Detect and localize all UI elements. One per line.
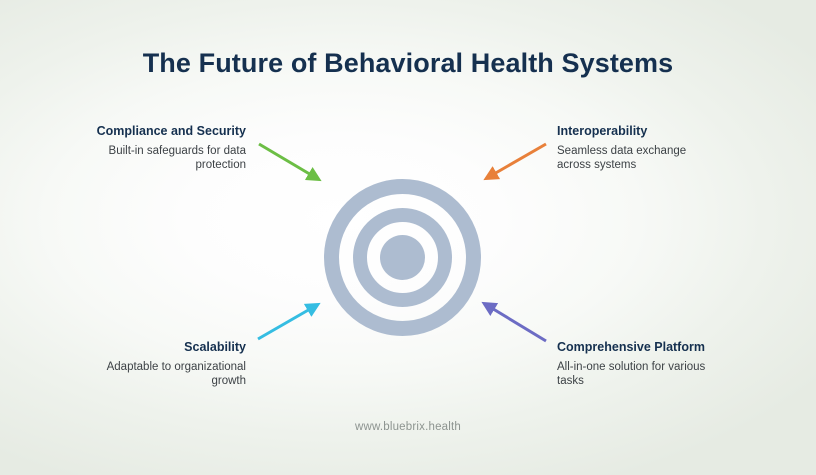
callout-interoperability: Interoperability Seamless data exchange …	[557, 124, 717, 173]
callout-compliance-and-security: Compliance and Security Built-in safegua…	[96, 124, 246, 173]
callout-scalability: Scalability Adaptable to organizational …	[96, 340, 246, 389]
callout-description: All-in-one solution for various tasks	[557, 360, 706, 388]
cyan-arrow	[257, 302, 321, 341]
callout-title: Comprehensive Platform	[557, 340, 705, 354]
concentric-target-graphic	[324, 179, 481, 336]
callout-description: Built-in safeguards for data protection	[108, 144, 246, 172]
orange-arrow	[483, 142, 547, 181]
callout-description: Seamless data exchange across systems	[557, 144, 687, 172]
callout-title: Compliance and Security	[96, 124, 246, 138]
callout-title: Scalability	[184, 340, 246, 354]
target-center-dot	[380, 235, 425, 280]
callout-comprehensive-platform: Comprehensive Platform All-in-one soluti…	[557, 340, 722, 389]
green-arrow	[258, 142, 322, 182]
callout-title: Interoperability	[557, 124, 648, 138]
page-title: The Future of Behavioral Health Systems	[142, 48, 674, 78]
purple-arrow	[481, 301, 547, 343]
footer-url: www.bluebrix.health	[354, 421, 462, 433]
callout-description: Adaptable to organizational growth	[106, 360, 246, 388]
